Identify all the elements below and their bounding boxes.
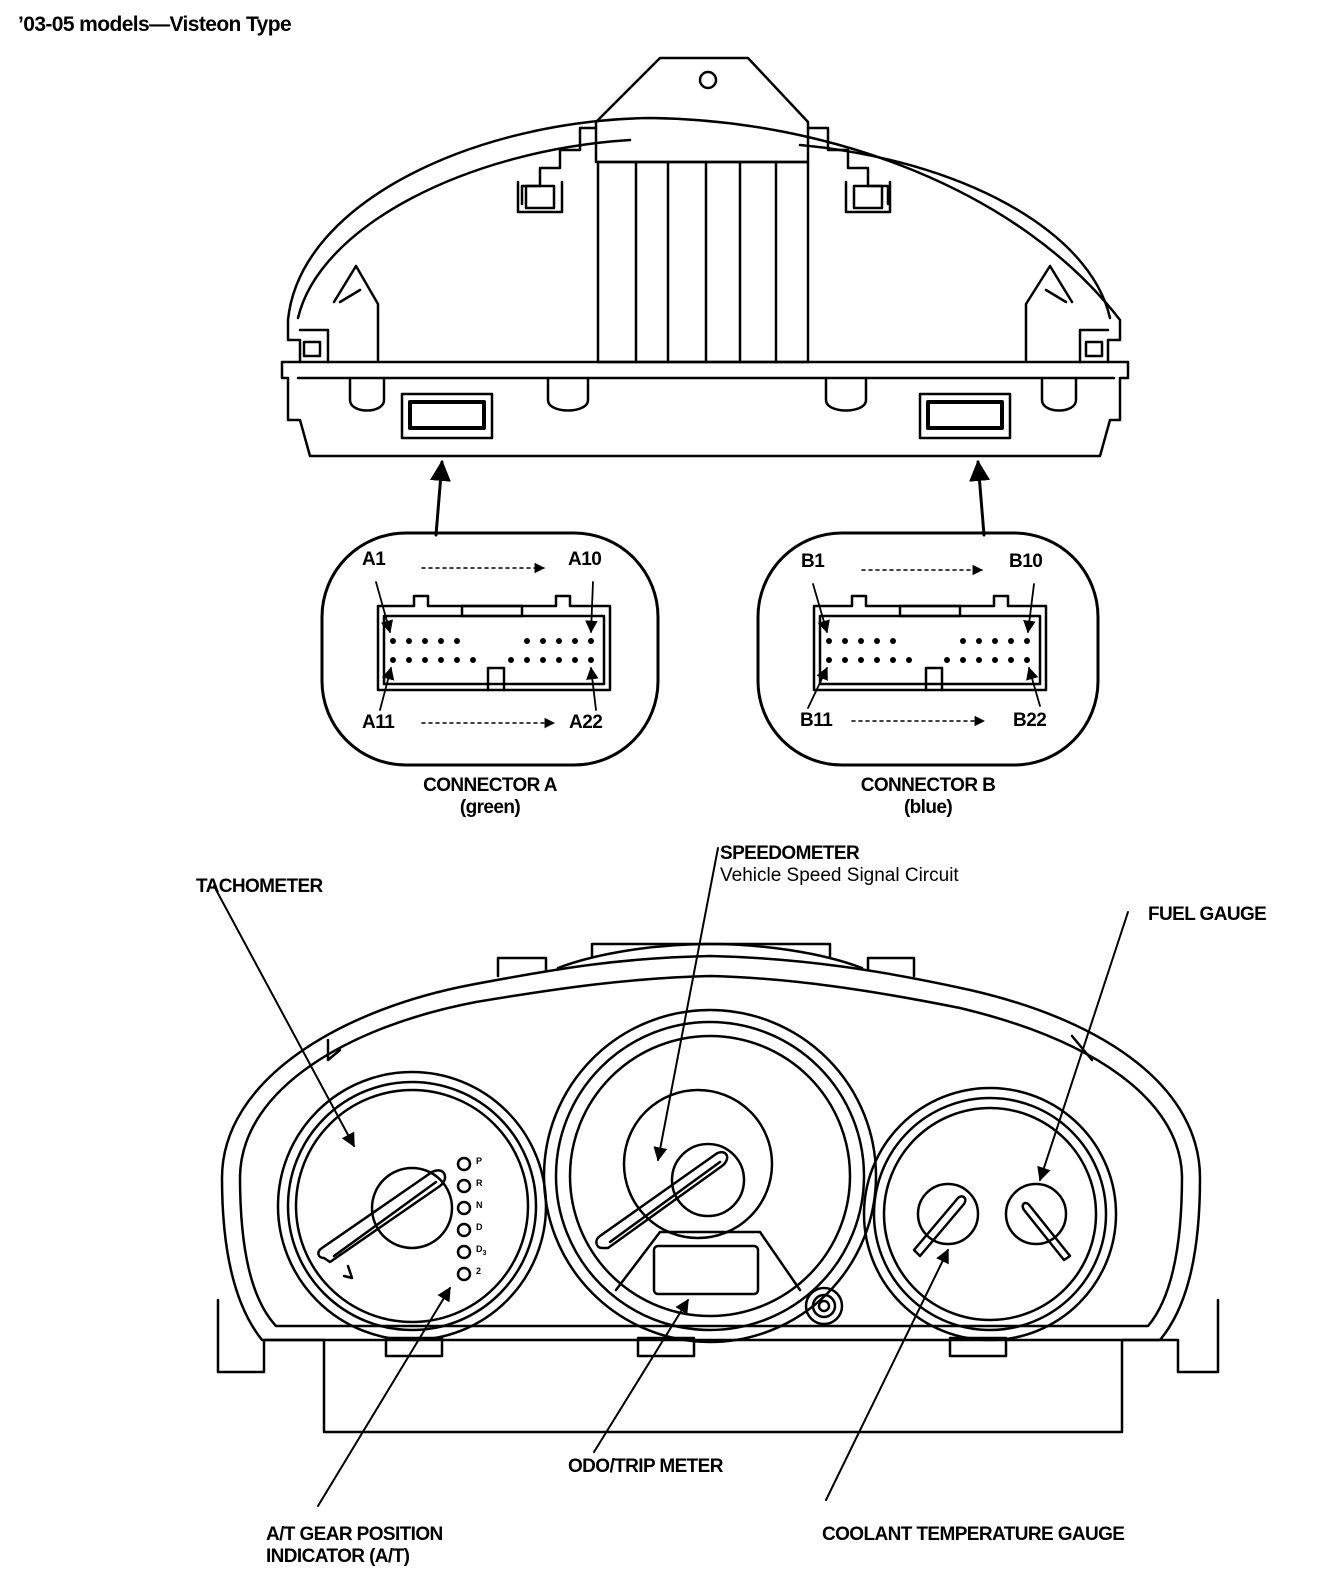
speedometer-leader <box>653 847 719 1162</box>
gear-p: P <box>476 1156 483 1166</box>
gear-2: 2 <box>476 1266 482 1276</box>
connector-b-housing <box>812 594 1048 692</box>
tachometer-dial <box>276 1070 548 1342</box>
right-gauge-pod <box>862 1086 1118 1342</box>
rear-base <box>280 360 1130 458</box>
coolant-needle <box>912 1195 967 1258</box>
rear-latch <box>844 180 892 214</box>
connector-a-bubble <box>320 531 660 767</box>
connector-a-detail <box>320 531 660 767</box>
connector-a-pin-bottom-first: A11 <box>362 712 395 733</box>
gear-d3: D3 <box>476 1244 487 1257</box>
gear-indicator-lamps <box>456 1156 472 1282</box>
connector-b-pin-bottom-last: B22 <box>1013 710 1047 731</box>
connector-a-pin-bottom-last: A22 <box>569 712 603 733</box>
speedometer-sublabel: Vehicle Speed Signal Circuit <box>720 865 959 886</box>
housing-tab <box>866 956 916 978</box>
coolant-gauge <box>912 1182 980 1258</box>
connector-b-pin-top-last: B10 <box>1009 551 1043 572</box>
tachometer-needle <box>317 1169 447 1264</box>
mounting-tab <box>594 56 810 164</box>
page-title: ’03-05 models—Visteon Type <box>18 13 292 36</box>
gear-r: R <box>476 1178 483 1188</box>
connector-b-pins <box>826 638 1030 663</box>
front-housing-outer <box>220 954 1202 1342</box>
mounting-hole <box>698 70 718 90</box>
rear-latch <box>516 180 564 214</box>
tachometer-leader <box>213 885 355 1148</box>
odo-window-frame <box>614 1230 802 1292</box>
connector-b-pin-top-first: B1 <box>801 551 825 572</box>
fuel-gauge-leader <box>1037 911 1129 1182</box>
connector-b-name: CONNECTOR B <box>860 775 996 796</box>
speedometer-needle <box>595 1150 729 1250</box>
connector-a-housing <box>376 594 612 692</box>
odo-trip-label: ODO/TRIP METER <box>568 1456 723 1477</box>
gear-position-leader <box>317 1286 451 1507</box>
gear-position-label-line2: INDICATOR (A/T) <box>266 1546 410 1567</box>
gear-d3-subscript: 3 <box>482 1249 487 1257</box>
connector-a-pin-top-first: A1 <box>362 549 386 570</box>
connector-b-bubble <box>756 531 1100 767</box>
front-base <box>216 1298 1220 1434</box>
connector-a-name: CONNECTOR A <box>423 775 557 796</box>
odo-trip-leader <box>593 1298 689 1453</box>
connector-b-pin-bottom-first: B11 <box>800 710 833 731</box>
gear-d: D <box>476 1222 483 1232</box>
connector-b-color: (blue) <box>903 797 953 818</box>
fuel-gauge <box>1004 1182 1072 1262</box>
cluster-rear-view <box>280 56 1130 458</box>
gear-n: N <box>476 1200 483 1210</box>
cluster-front-view <box>216 942 1220 1434</box>
connector-a-pin-top-last: A10 <box>568 549 602 570</box>
fuel-gauge-label: FUEL GAUGE <box>1148 904 1267 925</box>
connector-a-leader <box>429 459 451 537</box>
rear-housing-dome <box>286 116 1122 322</box>
socket-a <box>400 392 494 440</box>
gear-position-label-line1: A/T GEAR POSITION <box>266 1524 443 1545</box>
tachometer-label: TACHOMETER <box>196 876 323 897</box>
housing-tab <box>496 956 548 978</box>
odo-window <box>652 1244 760 1296</box>
connector-a-pins <box>390 638 594 663</box>
socket-b <box>918 392 1012 440</box>
connector-b-leader <box>969 459 991 537</box>
fuel-needle <box>1021 1201 1072 1262</box>
reset-knob <box>804 1286 844 1326</box>
speedometer-label: SPEEDOMETER <box>720 843 860 864</box>
connector-a-color: (green) <box>459 797 521 818</box>
connector-b-detail <box>756 531 1100 767</box>
speedometer-dial <box>542 1008 878 1344</box>
coolant-leader <box>825 1248 949 1501</box>
coolant-label: COOLANT TEMPERATURE GAUGE <box>822 1524 1125 1545</box>
